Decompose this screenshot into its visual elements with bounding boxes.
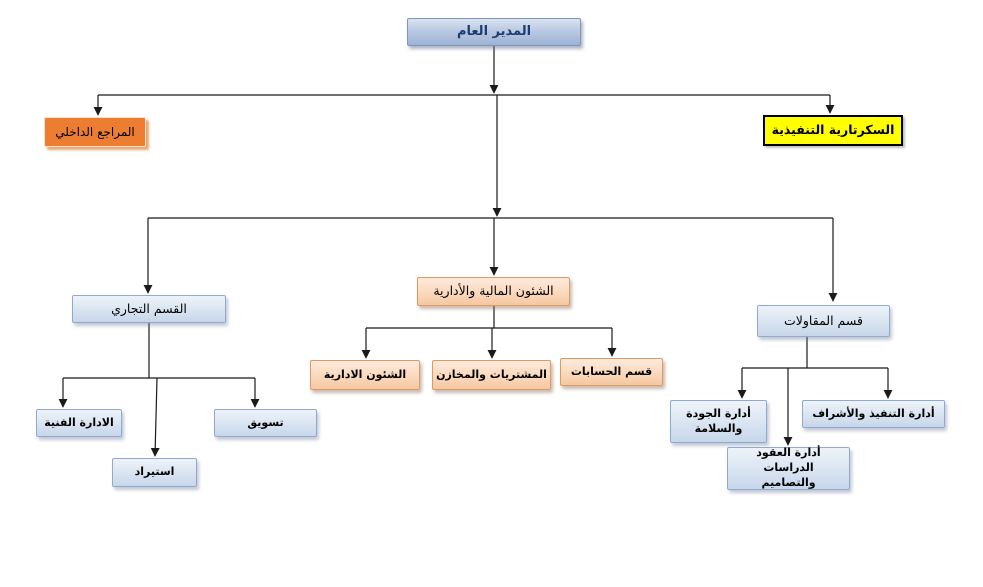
node-executive-secretariat: السكرتارية التنفيذية bbox=[763, 115, 903, 146]
node-admin-affairs: الشئون الادارية bbox=[310, 360, 420, 390]
node-label: أدارة العقود الدراسات والتصاميم bbox=[731, 446, 846, 491]
node-label-line2: والسلامة bbox=[694, 421, 743, 435]
node-label-line1: أدارة العقود الدراسات bbox=[756, 446, 821, 475]
node-label: السكرتارية التنفيذية bbox=[771, 122, 895, 138]
node-label: أدارة الجودة والسلامة bbox=[686, 407, 751, 437]
node-label: الشئون الادارية bbox=[323, 367, 407, 381]
node-marketing: تسويق bbox=[214, 409, 317, 437]
node-label-line2: والتصاميم bbox=[761, 475, 816, 489]
node-label: المشتريات والمخازن bbox=[436, 367, 547, 381]
node-label: تسويق bbox=[247, 415, 284, 429]
node-label: قسم الحسابات bbox=[570, 364, 653, 378]
node-import: استيراد bbox=[112, 458, 197, 487]
node-technical-admin: الادارة الفنية bbox=[36, 409, 122, 437]
node-contracts-studies-designs: أدارة العقود الدراسات والتصاميم bbox=[727, 446, 850, 491]
node-execution-supervision: أدارة التنفيذ والأشراف bbox=[802, 400, 945, 428]
node-purchasing-warehouses: المشتريات والمخازن bbox=[432, 360, 551, 390]
node-commercial-dept: القسم التجاري bbox=[72, 295, 226, 323]
node-label: أدارة التنفيذ والأشراف bbox=[812, 406, 935, 420]
node-label: المدير العام bbox=[456, 24, 532, 40]
node-quality-safety: أدارة الجودة والسلامة bbox=[670, 400, 767, 443]
node-internal-auditor: المراجع الداخلي bbox=[44, 117, 146, 147]
node-label: استيراد bbox=[134, 465, 175, 479]
node-accounts-dept: قسم الحسابات bbox=[560, 358, 663, 386]
node-general-manager: المدير العام bbox=[407, 18, 581, 46]
node-label: قسم المقاولات bbox=[784, 312, 863, 328]
node-label: الادارة الفنية bbox=[44, 415, 114, 429]
node-financial-admin-affairs: الشئون المالية والأدارية bbox=[417, 277, 570, 306]
node-label: القسم التجاري bbox=[111, 300, 187, 316]
node-label: الشئون المالية والأدارية bbox=[433, 283, 554, 299]
node-label: المراجع الداخلي bbox=[55, 124, 135, 139]
node-contracting-dept: قسم المقاولات bbox=[757, 305, 890, 337]
node-label-line1: أدارة الجودة bbox=[686, 406, 751, 420]
